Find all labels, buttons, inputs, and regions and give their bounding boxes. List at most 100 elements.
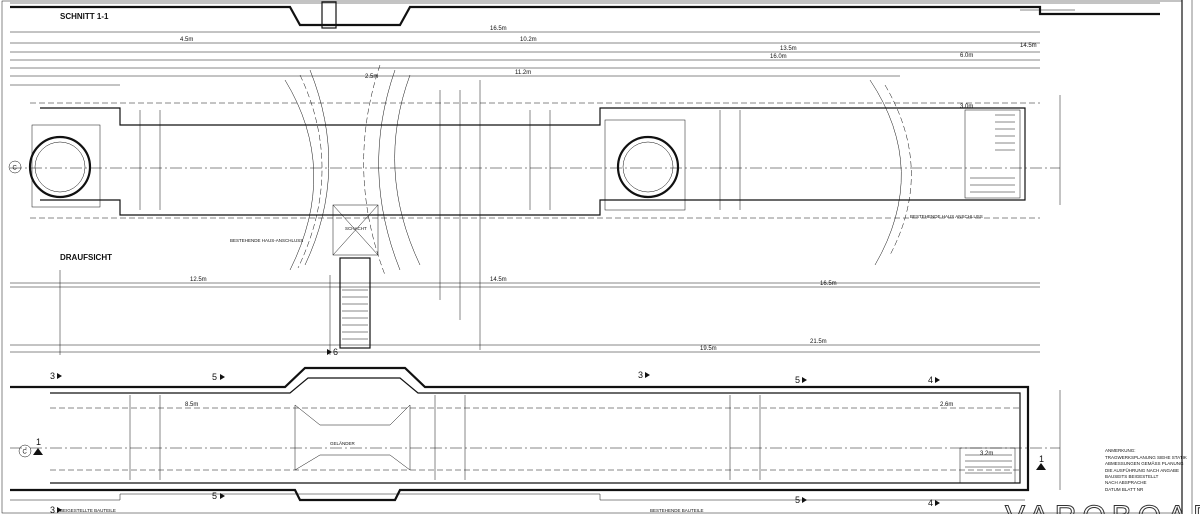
dim-long-4: 21.5m	[810, 339, 827, 345]
pier-ring-right-inner	[622, 141, 674, 193]
arc-left-inner	[304, 69, 330, 266]
notes-line-3: DIE AUSFÜHRUNG NACH ANGABE	[1105, 467, 1179, 473]
svg-text:4: 4	[928, 375, 933, 385]
dim-overall: 16.5m	[490, 26, 507, 32]
dim-long-3: 16.5m	[820, 281, 837, 287]
plan-title: DRAUFSICHT	[60, 253, 112, 262]
arc-right-mid	[363, 64, 386, 276]
section-view: SCHNITT 1-1	[10, 1, 1160, 29]
svg-text:5: 5	[795, 495, 800, 505]
notes-line-5: NACH ABSPRACHE	[1105, 480, 1147, 485]
notes-line-4: BAUSEITS BEIGESTELLT	[1105, 474, 1159, 479]
stair-treads-shaft	[342, 289, 368, 340]
notes-line-1: TRAGWERKSPLANUNG SIEHE STATIK	[1105, 455, 1187, 460]
section-marker-5-left-top: 5	[212, 372, 225, 382]
section-marker-4-right-top: 4	[928, 375, 940, 385]
lower-stair	[959, 447, 1016, 484]
arc-right-inner	[394, 74, 421, 266]
notes-line-6: DATUM BLATT NR	[1105, 487, 1144, 492]
dim-top-d: 14.5m	[1020, 43, 1037, 49]
axis-marker-c-top	[8, 160, 22, 174]
lower-outline-inner	[50, 377, 1021, 484]
dim-top-a: 4.5m	[180, 37, 193, 43]
svg-text:4: 4	[928, 498, 933, 508]
dim-top-c: 13.5m	[780, 46, 797, 52]
callout-b: BESTEHENDE HAUS ANSCHLUSS	[910, 214, 983, 219]
section-marker-1-right: 1	[1036, 454, 1046, 470]
svg-text:5: 5	[212, 372, 217, 382]
section-title: SCHNITT 1-1	[60, 12, 109, 21]
dim-mid-2: 2.5m	[365, 74, 378, 80]
pier-ring-left-inner	[34, 141, 86, 193]
axis-marker-c-bottom	[18, 444, 32, 458]
svg-text:1: 1	[1039, 454, 1044, 464]
dim-mid-1: 3.0m	[960, 104, 973, 110]
lower-shaft	[294, 404, 411, 471]
svg-text:3: 3	[50, 505, 55, 514]
svg-text:1: 1	[36, 437, 41, 447]
section-marker-1-left: 1	[33, 437, 43, 455]
section-marker-5-left-bot: 5	[212, 491, 225, 501]
section-marker-6: 6	[327, 347, 338, 357]
stair-well-right	[964, 109, 1021, 199]
svg-text:5: 5	[795, 375, 800, 385]
callout-c: BEIGESTELLTE BAUTEILE	[60, 508, 116, 513]
arc-right-outer	[378, 69, 401, 271]
notes-line-2: ABMESSUNGEN GEMÄSS PLANUNG	[1105, 460, 1184, 466]
svg-text:3: 3	[638, 370, 643, 380]
svg-text:C: C	[23, 450, 28, 456]
notes-block: ANMERKUNG: TRAGWERKSPLANUNG SIEHE STATIK…	[1105, 448, 1187, 492]
arc-left-mid	[297, 74, 323, 269]
axis-markers: C C	[8, 160, 32, 458]
dim-top-e: 16.0m	[770, 54, 787, 60]
svg-text:6: 6	[333, 347, 338, 357]
svg-text:3: 3	[50, 371, 55, 381]
section-marker-4-right-bot: 4	[928, 498, 940, 508]
section-marker-3-mid-top: 3	[638, 370, 650, 380]
dim-right-2: 3.2m	[980, 451, 993, 457]
dim-long-5: 19.5m	[700, 346, 717, 352]
lower-outline-outer	[10, 366, 1030, 502]
svg-text:C: C	[13, 166, 18, 172]
watermark: VAROBOARD	[1005, 500, 1200, 514]
vertical-dims-upper	[139, 80, 1061, 350]
arc-far-right-2	[884, 84, 912, 256]
section-ground-line	[10, 5, 1160, 27]
svg-text:5: 5	[212, 491, 217, 501]
arc-far-right	[869, 79, 902, 266]
arc-left-outer	[284, 79, 315, 271]
section-marker-3-left-bot: 3	[50, 505, 62, 514]
callout-f: SCHACHT	[345, 226, 367, 231]
section-markers: 3 5 3 5 4 1 1 3 5 5 4 6	[33, 347, 1046, 514]
plan-lower: 8.5m 2.6m 3.2m BEIGESTELLTE BAUTEILE BES…	[10, 366, 1061, 513]
dim-top-b: 10.2m	[520, 37, 537, 43]
dim-long-1: 14.5m	[490, 277, 507, 283]
callout-d: BESTEHENDE BAUTEILE	[650, 508, 704, 513]
lower-stair-treads	[965, 454, 1012, 474]
pier-ring-right-outer	[616, 135, 680, 199]
callout-e: GELÄNDER	[330, 440, 356, 446]
pier-ring-left-outer	[28, 135, 92, 199]
pier-box-left	[31, 124, 101, 208]
dim-left-1: 8.5m	[185, 402, 198, 408]
dim-right-1: 2.6m	[940, 402, 953, 408]
dim-long-2: 12.5m	[190, 277, 207, 283]
shaft-box	[332, 204, 379, 256]
section-marker-5-right-bot: 5	[795, 495, 807, 505]
plan-upper: BESTEHENDE HAUS-ANSCHLUSS BESTEHENDE HAU…	[10, 64, 1061, 350]
pier-box-right	[604, 119, 686, 211]
section-marker-3-left-top: 3	[50, 371, 62, 381]
dimension-chains-top: 16.5m 4.5m 10.2m 13.5m 14.5m 16.0m 11.2m…	[10, 26, 1040, 86]
section-stair-block	[321, 1, 337, 29]
stair-shaft	[339, 257, 371, 349]
upper-outline	[40, 107, 1026, 216]
dim-top-g: 6.0m	[960, 53, 973, 59]
dimension-chains-middle: 14.5m 12.5m 16.5m 21.5m 19.5m	[10, 270, 1040, 355]
dim-top-f: 11.2m	[515, 70, 531, 76]
vertical-dims-lower	[129, 390, 1061, 490]
lower-step-bottom	[10, 493, 1025, 501]
stair-treads-right	[970, 114, 1015, 193]
notes-title: ANMERKUNG:	[1105, 448, 1136, 453]
